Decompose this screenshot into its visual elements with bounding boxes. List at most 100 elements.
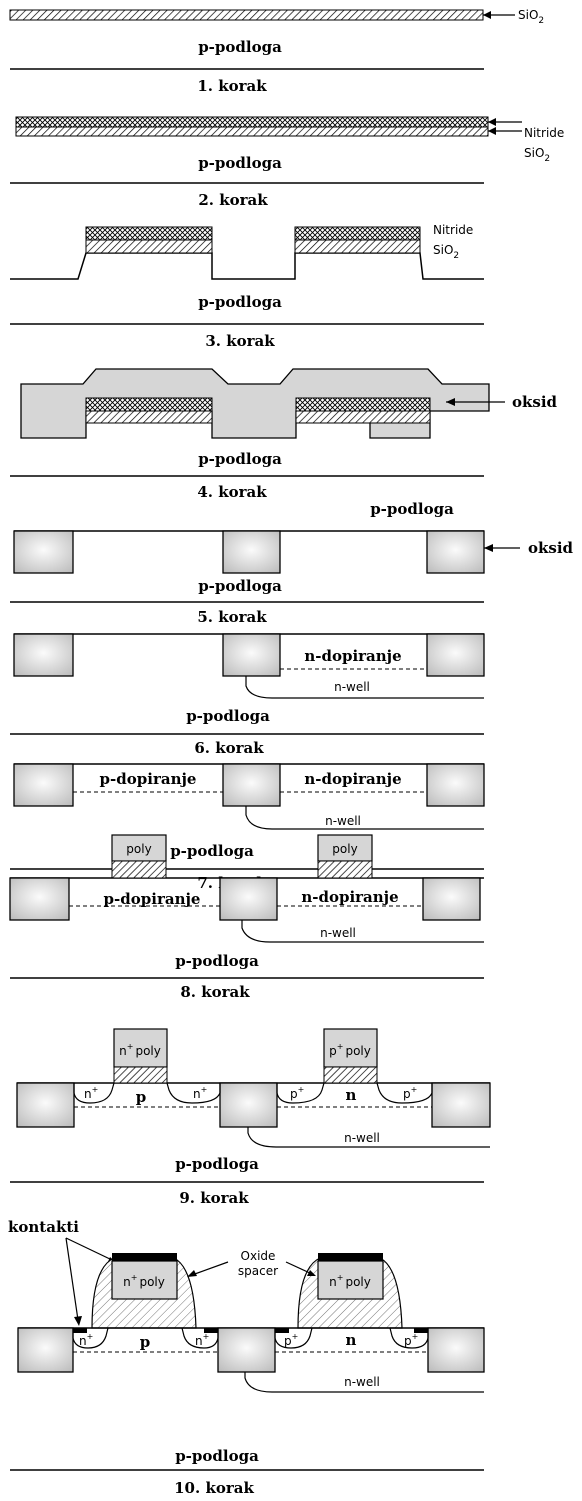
oxide-box [431, 1082, 491, 1128]
substrate-label: p-podloga [175, 952, 259, 970]
step-7: p-dopiranje n-dopiranje n-well p-podloga… [10, 763, 485, 892]
step-1: SiO2 p-podloga 1. korak [9, 8, 544, 95]
arrow-head-icon [488, 118, 496, 126]
n-region-label: n [346, 1331, 357, 1349]
oxide-box [222, 633, 281, 677]
substrate-label: p-podloga [198, 293, 282, 311]
substrate-label: p-podloga [186, 707, 270, 725]
p-plus-label: p+ [290, 1085, 304, 1101]
n-well-boundary [247, 1127, 490, 1148]
n-plus-poly-gate [111, 1260, 178, 1300]
n-well-label: n-well [334, 680, 370, 694]
arrow-head-icon [483, 11, 491, 19]
oxide-box [219, 877, 278, 921]
nitride-label: Nitride [433, 223, 473, 237]
n-plus-label: n+ [79, 1332, 93, 1348]
contact [275, 1328, 289, 1333]
source-junction [72, 1327, 109, 1349]
n-doping-label: n-dopiranje [301, 888, 398, 906]
p-doping-label: p-dopiranje [100, 770, 197, 788]
oxide-box [426, 763, 485, 807]
contact [318, 1253, 383, 1261]
nitride-block [295, 397, 431, 412]
p-plus-label: p+ [403, 1085, 417, 1101]
step-label: 5. korak [197, 608, 267, 626]
step-label: 3. korak [205, 332, 275, 350]
oxide-box [16, 1082, 75, 1128]
nitride-label: Nitride [524, 126, 564, 140]
substrate-label: p-podloga [198, 450, 282, 468]
drain-junction [166, 1082, 221, 1104]
p-region-label: p [136, 1088, 147, 1106]
source-junction [276, 1082, 325, 1104]
step-9: n+poly p+poly n+ n+ p+ p+ p n n-well p-p… [10, 1028, 491, 1207]
p-plus-poly-label: p+poly [329, 1042, 371, 1058]
oxide-box [219, 1082, 278, 1128]
n-plus-poly-label: n+poly [119, 1042, 161, 1058]
gate-oxide [113, 1066, 168, 1084]
n-well-boundary [241, 920, 484, 943]
substrate-label: p-podloga [175, 1447, 259, 1465]
oxide-box [422, 877, 481, 921]
nitride-block [85, 226, 213, 241]
sio2-block [295, 410, 431, 424]
step-label: 9. korak [179, 1189, 249, 1207]
n-plus-label: n+ [193, 1085, 207, 1101]
step-5: oksid p-podloga 5. korak [10, 530, 574, 626]
spacer-pointer [285, 1261, 313, 1275]
sio2-block [294, 239, 421, 254]
step-10: kontakti n+poly n+poly Oxide spacer [8, 1218, 485, 1497]
arrow-head-icon [307, 1270, 316, 1276]
n-well-label: n-well [344, 1375, 380, 1389]
step-2: Nitride SiO2 p-podloga 2. korak [10, 116, 564, 209]
oxide-box [222, 530, 281, 574]
n-well-label: n-well [325, 814, 361, 828]
sio2-layer [9, 9, 484, 21]
n-plus-poly-label: n+poly [123, 1273, 165, 1289]
n-well-label: n-well [320, 926, 356, 940]
source-junction [73, 1082, 115, 1104]
sio2-block [85, 410, 213, 424]
arrow-head-icon [187, 1270, 197, 1277]
sio2-layer [15, 126, 489, 137]
sio2-label: SiO2 [518, 8, 544, 26]
step-3: Nitride SiO2 p-podloga 3. korak [10, 223, 484, 350]
step-label: 10. korak [174, 1479, 254, 1497]
oksid-label: oksid [528, 539, 574, 557]
drain-junction [376, 1082, 433, 1104]
oxide-box [17, 1327, 74, 1373]
contact [73, 1328, 87, 1333]
contact-pointer [65, 1237, 79, 1321]
oxide-box [217, 1327, 276, 1373]
oksid-label: oksid [512, 393, 558, 411]
sio2-label: SiO2 [524, 146, 550, 164]
contact-pointer [65, 1237, 113, 1261]
kontakti-label: kontakti [8, 1218, 79, 1236]
oxide-box [13, 530, 74, 574]
step-6: n-dopiranje n-well p-podloga 6. korak [10, 633, 485, 757]
poly-label: poly [332, 842, 357, 856]
substrate-label-top: p-podloga [370, 500, 454, 518]
arrow-head-icon [74, 1316, 82, 1326]
etched-substrate [10, 252, 484, 280]
substrate-label: p-podloga [198, 154, 282, 172]
substrate-label: p-podloga [198, 38, 282, 56]
n-plus-label: n+ [84, 1085, 98, 1101]
nitride-block [294, 226, 421, 241]
n-doping-label: n-dopiranje [304, 770, 401, 788]
n-plus-poly-gate [113, 1028, 168, 1068]
substrate-label: p-podloga [198, 577, 282, 595]
contact [112, 1253, 177, 1261]
oxide-spacer-label: Oxide [241, 1249, 276, 1263]
oxide-box [222, 763, 281, 807]
oxide-box [426, 530, 485, 574]
poly-gate [317, 834, 373, 862]
n-plus-label: n+ [195, 1332, 209, 1348]
drain-junction [181, 1327, 219, 1349]
oxide-box [13, 763, 74, 807]
nitride-layer [15, 116, 489, 128]
substrate-label: p-podloga [175, 1155, 259, 1173]
n-plus-poly-label: n+poly [329, 1273, 371, 1289]
n-well-label: n-well [344, 1131, 380, 1145]
step-label: 4. korak [197, 483, 267, 501]
